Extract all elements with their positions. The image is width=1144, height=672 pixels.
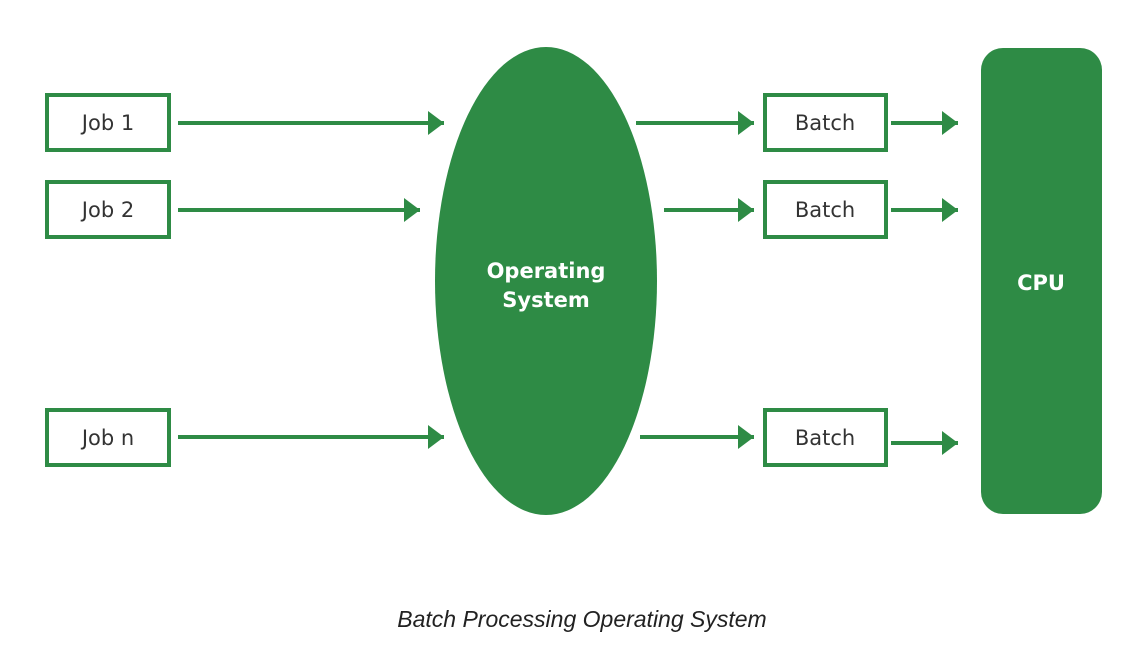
job-label: Job n xyxy=(80,426,134,450)
job-box-1: Job 1 xyxy=(45,93,171,152)
operating-system-node: Operating System xyxy=(435,47,657,515)
batch-label: Batch xyxy=(795,198,855,222)
figure-caption: Batch Processing Operating System xyxy=(397,606,767,632)
cpu-node: CPU xyxy=(981,48,1102,514)
job-label: Job 2 xyxy=(80,198,134,222)
os-label-line2: System xyxy=(502,288,589,312)
job-label: Job 1 xyxy=(80,111,134,135)
batch-box-2: Batch xyxy=(763,180,888,239)
batch-label: Batch xyxy=(795,426,855,450)
batch-box-1: Batch xyxy=(763,93,888,152)
job-box-2: Job 2 xyxy=(45,180,171,239)
batch-box-3: Batch xyxy=(763,408,888,467)
batch-label: Batch xyxy=(795,111,855,135)
job-box-n: Job n xyxy=(45,408,171,467)
os-label-line1: Operating xyxy=(487,259,606,283)
cpu-label: CPU xyxy=(1017,271,1065,295)
